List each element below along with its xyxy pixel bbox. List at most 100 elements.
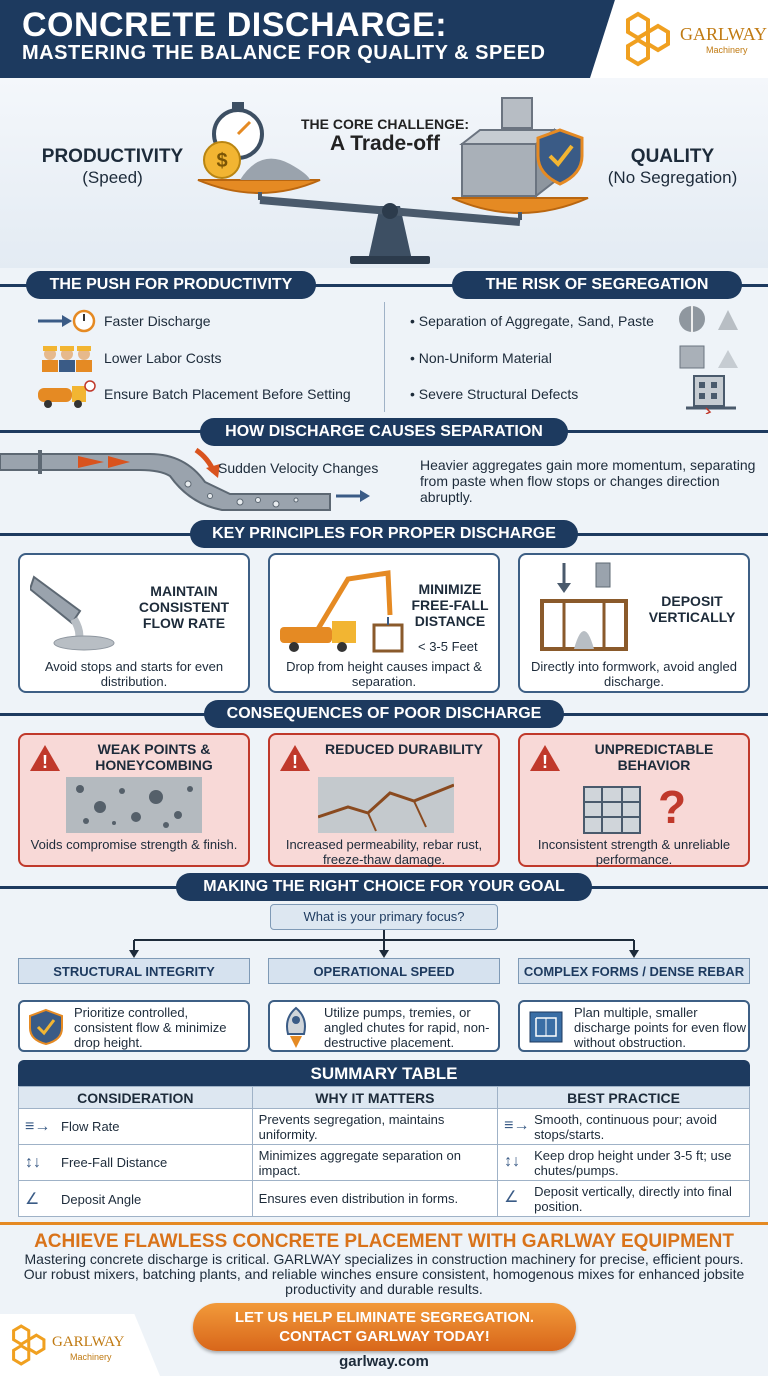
consequence-title: REDUCED DURABILITY [325,741,483,757]
principle-card-flow-rate: MAINTAIN CONSISTENT FLOW RATE Avoid stop… [18,553,250,693]
productivity-item: Faster Discharge [104,313,211,329]
pump-truck-icon [280,570,404,653]
principle-card-vertical: DEPOSIT VERTICALLY Directly into formwor… [518,553,750,693]
rocket-icon [286,1006,306,1048]
option-card: Plan multiple, smaller discharge points … [518,1000,750,1052]
page-title: CONCRETE DISCHARGE: [22,6,448,44]
cta-line: CONTACT GARLWAY TODAY! [279,1328,490,1345]
consequence-desc: Increased permeability, rebar rust, free… [285,837,483,867]
principles-heading: KEY PRINCIPLES FOR PROPER DISCHARGE [190,520,578,548]
principle-desc: Directly into formwork, avoid angled dis… [531,659,737,689]
decision-connector-lines [129,930,639,958]
option-complex-forms[interactable]: COMPLEX FORMS / DENSE REBAR [518,958,750,984]
quality-label: QUALITY [630,146,715,167]
flow-lines-icon: ≡→ [25,1117,51,1135]
option-card: Prioritize controlled, consistent flow &… [18,1000,250,1052]
velocity-label: Sudden Velocity Changes [218,460,379,476]
productivity-item: Ensure Batch Placement Before Setting [104,386,351,402]
logo-name: GARLWAY [680,24,768,44]
building-question-icon: ? [583,781,686,834]
segregation-item: • Non-Uniform Material [410,350,552,366]
footer-title: ACHIEVE FLAWLESS CONCRETE PLACEMENT WITH… [34,1231,734,1252]
non-uniform-material-icon [679,345,738,369]
svg-text:?: ? [658,781,686,833]
balance-scale-icon: $ [197,97,589,264]
honeycomb-concrete-image [66,777,202,833]
pipe-flow-illustration [0,447,370,511]
summary-table: CONSIDERATION WHY IT MATTERS BEST PRACTI… [18,1086,750,1217]
table-cell: Ensures even distribution in forms. [251,1180,499,1217]
option-text: Utilize pumps, tremies, or angled chutes… [324,1005,490,1050]
principle-card-free-fall: MINIMIZE FREE-FALL DISTANCE < 3-5 Feet D… [268,553,500,693]
table-cell: ∠Deposit Angle [18,1180,253,1217]
svg-text:$: $ [216,150,227,172]
consequence-card-unpredictable: ! UNPREDICTABLE BEHAVIOR ? Inconsistent … [518,733,750,867]
primary-focus-question: What is your primary focus? [270,904,498,930]
productivity-item: Lower Labor Costs [104,350,222,366]
angle-icon: ∠ [25,1190,40,1208]
shield-check-icon [29,1008,63,1046]
principle-title: DEPOSIT VERTICALLY [648,593,736,625]
footer-rule [0,1222,768,1225]
table-row: ∠Deposit Angle Ensures even distribution… [18,1180,750,1217]
consequence-card-durability: ! REDUCED DURABILITY Increased permeabil… [268,733,500,867]
consequence-desc: Voids compromise strength & finish. [30,837,238,852]
warning-icon: ! [530,745,560,772]
option-operational-speed[interactable]: OPERATIONAL SPEED [268,958,500,984]
consequence-card-honeycombing: ! WEAK POINTS & HONEYCOMBING Voids compr… [18,733,250,867]
page-subtitle: MASTERING THE BALANCE FOR QUALITY & SPEE… [22,42,546,64]
angle-icon: ∠ [504,1188,519,1206]
flow-lines-icon: ≡→ [504,1116,530,1134]
svg-text:!: ! [542,752,548,772]
core-challenge-label: THE CORE CHALLENGE: [301,116,469,132]
table-cell: ↕↓Free-Fall Distance [18,1144,253,1181]
consequence-title: UNPREDICTABLE BEHAVIOR [594,741,714,773]
logo-sub: Machinery [70,1352,112,1362]
consequences-heading: CONSEQUENCES OF POOR DISCHARGE [204,700,564,728]
table-row: ≡→Flow Rate Prevents segregation, mainta… [18,1108,750,1145]
logo[interactable]: GARLWAY Machinery [590,0,768,78]
segregation-heading: THE RISK OF SEGREGATION [452,271,742,299]
hexagon-logo-icon [626,11,670,67]
section-rule [0,284,768,287]
footer-logo[interactable]: GARLWAY Machinery [0,1314,160,1376]
column-divider [384,302,385,412]
fast-clock-icon [38,309,96,333]
option-card: Utilize pumps, tremies, or angled chutes… [268,1000,500,1052]
contact-cta-button[interactable]: LET US HELP ELIMINATE SEGREGATION. CONTA… [193,1303,576,1351]
productivity-label: PRODUCTIVITY [41,146,184,167]
blueprint-icon [529,1011,563,1043]
column-header: CONSIDERATION [18,1086,253,1109]
productivity-heading: THE PUSH FOR PRODUCTIVITY [26,271,316,299]
choice-heading: MAKING THE RIGHT CHOICE FOR YOUR GOAL [176,873,592,901]
principle-desc: Drop from height causes impact & separat… [286,659,482,689]
separation-heading: HOW DISCHARGE CAUSES SEPARATION [200,418,568,446]
column-header: BEST PRACTICE [497,1086,750,1109]
separation-description: Heavier aggregates gain more momentum, s… [420,457,756,505]
logo-sub: Machinery [706,45,748,55]
table-cell: ∠Deposit vertically, directly into final… [497,1180,750,1217]
cracked-concrete-image [318,777,454,833]
cracked-building-icon [686,375,736,414]
summary-heading: SUMMARY TABLE [18,1060,750,1088]
svg-text:!: ! [42,752,48,772]
table-header-row: CONSIDERATION WHY IT MATTERS BEST PRACTI… [18,1086,750,1109]
table-cell: Minimizes aggregate separation on impact… [251,1144,499,1181]
aggregate-icon [679,306,738,332]
quality-sub: (No Segregation) [607,168,738,187]
drop-height-icon: ↕↓ [25,1153,41,1171]
trade-off-label: A Trade-off [329,132,441,155]
table-row: ↕↓Free-Fall Distance Minimizes aggregate… [18,1144,750,1181]
website-link[interactable]: garlway.com [339,1353,429,1370]
column-header: WHY IT MATTERS [251,1086,499,1109]
consequence-title: WEAK POINTS & HONEYCOMBING [95,741,213,773]
segregation-item: • Separation of Aggregate, Sand, Paste [410,313,654,329]
principle-title: MINIMIZE FREE-FALL DISTANCE [411,581,489,629]
segregation-item: • Severe Structural Defects [410,386,579,402]
pouring-pipe-icon [30,575,115,651]
productivity-sub: (Speed) [82,168,143,187]
warning-icon: ! [30,745,60,772]
vertical-deposit-icon [540,562,628,651]
free-fall-limit: < 3-5 Feet [418,639,478,654]
option-structural-integrity[interactable]: STRUCTURAL INTEGRITY [18,958,250,984]
